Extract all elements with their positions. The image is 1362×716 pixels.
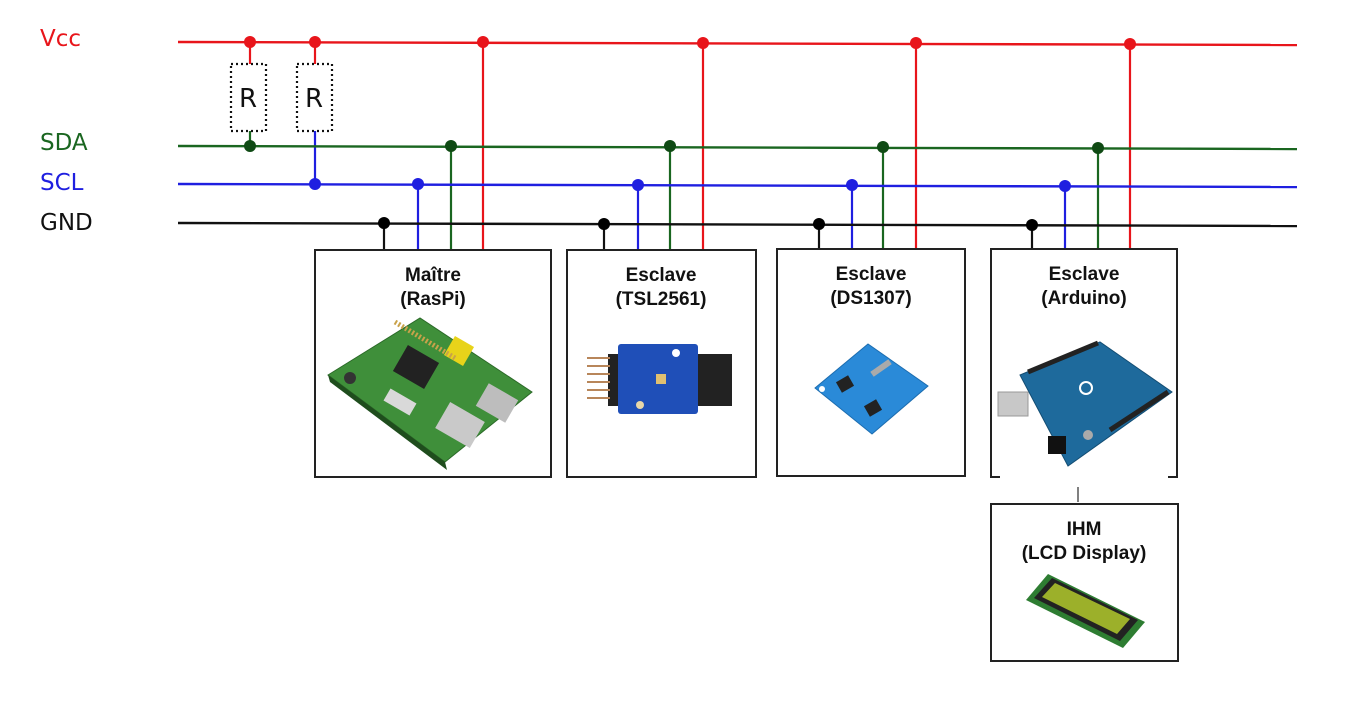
scl-bus-line xyxy=(177,182,1298,189)
device-name: (DS1307) xyxy=(830,288,911,309)
sda-label: SDA xyxy=(40,130,88,156)
resistor-label: R xyxy=(305,84,323,114)
resistor-label: R xyxy=(239,84,257,114)
gnd-junction-dot xyxy=(378,217,390,229)
hmi-role: IHM xyxy=(1067,519,1102,540)
vcc-junction-dot xyxy=(309,36,321,48)
device-box-ds1307: Esclave (DS1307) xyxy=(776,248,966,477)
sda-junction-dot xyxy=(445,140,457,152)
ds1307-rtc-module-image xyxy=(814,343,929,435)
vcc-junction-dot xyxy=(244,36,256,48)
pullup-resistor-sda: R xyxy=(229,62,268,133)
scl-junction-dot xyxy=(846,179,858,191)
lcd-16x2-module-image xyxy=(1026,574,1145,648)
gnd-junction-dot xyxy=(1026,219,1038,231)
sda-bus-line xyxy=(177,144,1298,151)
sda-junction-dot xyxy=(664,140,676,152)
device-box-lcd: IHM (LCD Display) xyxy=(990,503,1179,662)
vcc-junction-dot xyxy=(1124,38,1136,50)
scl-junction-dot xyxy=(309,178,321,190)
gnd-junction-dot xyxy=(598,218,610,230)
raspberry-pi-board-image xyxy=(327,317,533,470)
vcc-junction-dot xyxy=(477,36,489,48)
vcc-label: Vcc xyxy=(40,26,81,52)
device-name: (RasPi) xyxy=(400,289,465,310)
pullup-resistor-scl: R xyxy=(295,62,334,133)
device-role: Maître xyxy=(405,265,461,286)
hmi-name: (LCD Display) xyxy=(1022,543,1147,564)
tsl2561-lux-sensor-image xyxy=(587,344,732,414)
vcc-junction-dot xyxy=(697,37,709,49)
arduino-uno-board-image xyxy=(997,340,1173,467)
scl-junction-dot xyxy=(632,179,644,191)
gnd-bus-line xyxy=(177,221,1298,228)
sda-junction-dot xyxy=(1092,142,1104,154)
sda-junction-dot xyxy=(877,141,889,153)
gnd-label: GND xyxy=(40,210,93,236)
device-box-tsl2561: Esclave (TSL2561) xyxy=(566,249,757,478)
scl-junction-dot xyxy=(1059,180,1071,192)
vcc-bus-line xyxy=(177,40,1298,47)
device-role: Esclave xyxy=(836,264,907,285)
device-name: (TSL2561) xyxy=(616,289,707,310)
device-box-arduino: Esclave (Arduino) xyxy=(990,248,1178,478)
scl-junction-dot xyxy=(412,178,424,190)
device-role: Esclave xyxy=(626,265,697,286)
gnd-junction-dot xyxy=(813,218,825,230)
scl-label: SCL xyxy=(40,170,84,196)
device-name: (Arduino) xyxy=(1041,288,1126,309)
sda-junction-dot xyxy=(244,140,256,152)
vcc-junction-dot xyxy=(910,37,922,49)
device-box-raspi: Maître (RasPi) xyxy=(314,249,552,478)
device-role: Esclave xyxy=(1049,264,1120,285)
